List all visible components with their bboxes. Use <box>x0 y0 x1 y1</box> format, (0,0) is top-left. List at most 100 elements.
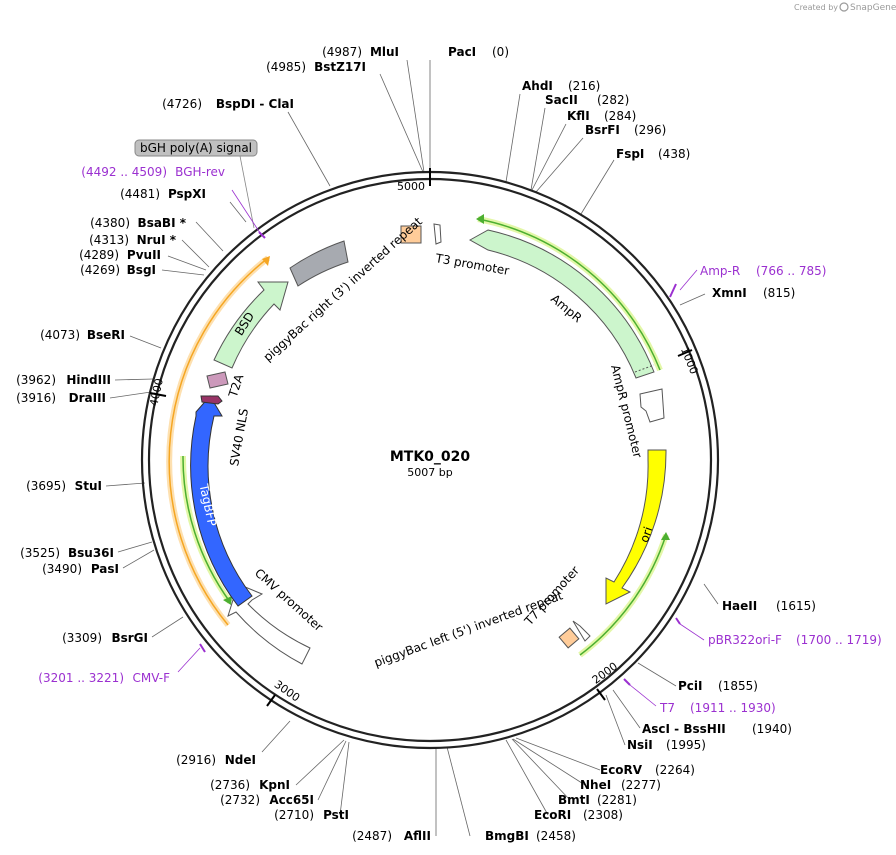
site-ahdi-pos: (216) <box>568 79 600 93</box>
site-bsabi-name: BsaBI * <box>138 216 187 230</box>
primer-cmv-range: (3201 .. 3221) <box>38 671 124 685</box>
tick-label-4000: 4000 <box>147 377 166 407</box>
site-ecori-name: EcoRI <box>534 808 571 822</box>
feature-label-sv40: SV40 NLS <box>227 407 251 467</box>
feature-label-pb-left: piggyBac left (5') inverted repeat <box>372 588 565 670</box>
site-xmni-pos: (815) <box>763 286 795 300</box>
site-aflii-pos: (2487) <box>352 829 392 843</box>
feature-t3-box[interactable] <box>400 225 422 244</box>
feature-ampr-promoter[interactable] <box>639 388 665 423</box>
primer-mark-cmv <box>199 643 206 653</box>
orf-ori <box>579 534 667 656</box>
ampr-divider <box>634 364 655 373</box>
site-bseri-name: BseRI <box>87 328 125 342</box>
tick-3000 <box>266 694 276 707</box>
site-acc65i-pos: (2732) <box>220 793 260 807</box>
site-bmti-name: BmtI <box>558 793 590 807</box>
site-draiii-pos: (3916) <box>16 391 56 405</box>
site-asci-pos: (1940) <box>752 722 792 736</box>
primer-cmv-name: CMV-F <box>133 671 171 685</box>
leader-lines <box>105 59 719 837</box>
bgh-leader <box>239 155 255 229</box>
primer-leader-cmv <box>177 647 201 673</box>
site-kfli-pos: (284) <box>604 109 636 123</box>
feature-ori[interactable] <box>605 449 667 605</box>
orf-ampr <box>477 218 661 371</box>
site-pvuii-name: PvuII <box>127 248 161 262</box>
site-pasi-name: PasI <box>91 562 119 576</box>
primer-mark-ampr <box>669 283 677 298</box>
created-by-label: Created by <box>794 3 838 12</box>
site-psti-pos: (2710) <box>274 808 314 822</box>
primer-ampr-name: Amp-R <box>700 264 740 278</box>
plasmid-name: MTK0_020 <box>390 449 471 465</box>
orf-left <box>168 257 269 626</box>
site-fspi-name: FspI <box>616 147 644 161</box>
primer-t7-name: T7 <box>659 701 675 715</box>
primer-leader-pbr322 <box>679 623 705 641</box>
site-bmgbi-name: BmgBI <box>485 829 529 843</box>
site-paci-name: PacI <box>448 45 476 59</box>
primer-leader-ampr <box>679 269 698 291</box>
orf-tagbfp <box>182 455 231 603</box>
feature-sv40-nls[interactable] <box>200 395 223 405</box>
bgh-label-box <box>134 139 258 157</box>
site-pspxi-name: PspXI <box>168 187 206 201</box>
site-xmni-name: XmnI <box>712 286 747 300</box>
site-bsabi-pos: (4380) <box>90 216 130 230</box>
tick-2000 <box>596 688 606 701</box>
site-bseri-pos: (4073) <box>40 328 80 342</box>
site-sacii-name: SacII <box>545 93 578 107</box>
site-bsrgi-pos: (3309) <box>62 631 102 645</box>
site-ndei-name: NdeI <box>225 753 256 767</box>
site-ahdi-name: AhdI <box>522 79 553 93</box>
primer-bgh-name: BGH-rev <box>175 165 225 179</box>
feature-t2a[interactable] <box>206 371 229 389</box>
feature-t3-promoter-arrow[interactable] <box>433 223 442 245</box>
site-ecori-pos: (2308) <box>583 808 623 822</box>
site-kfli-name: KflI <box>567 109 590 123</box>
site-hindiii-name: HindIII <box>66 373 111 387</box>
site-hindiii-pos: (3962) <box>16 373 56 387</box>
primer-mark-t7 <box>623 678 631 686</box>
orf-ori-arrowhead <box>661 532 670 540</box>
snapgene-label: SnapGene <box>850 3 896 13</box>
feature-cmv[interactable] <box>227 583 311 665</box>
site-nhei-name: NheI <box>580 778 611 792</box>
primer-bgh-range: (4492 .. 4509) <box>81 165 167 179</box>
site-psti-name: PstI <box>323 808 349 822</box>
site-bsu36i-name: Bsu36I <box>68 546 114 560</box>
primer-leader-bgh <box>231 189 263 237</box>
site-bspdi-pos: (4726) <box>162 97 202 111</box>
site-paci-pos: (0) <box>492 45 509 59</box>
feature-tagbfp[interactable] <box>190 395 253 607</box>
feature-pb-right[interactable] <box>289 240 349 287</box>
feature-label-t3: T3 promoter <box>433 251 510 278</box>
feature-ampr[interactable] <box>468 229 655 379</box>
feature-pb-left[interactable] <box>558 627 580 649</box>
site-asci-name: AscI - BssHII <box>642 722 726 736</box>
site-bmti-pos: (2281) <box>597 793 637 807</box>
orf-tagbfp-arrowhead <box>223 596 232 605</box>
snapgene-logo-icon <box>839 2 849 12</box>
site-bstz17i-name: BstZ17I <box>314 60 366 74</box>
site-mlui-name: MluI <box>370 45 399 59</box>
feature-label-bgh: bGH poly(A) signal <box>140 141 252 155</box>
feature-label-ori: ori <box>637 525 655 544</box>
site-nhei-pos: (2277) <box>621 778 661 792</box>
site-bspdi-name: BspDI - ClaI <box>216 97 294 111</box>
site-nrui-name: NruI * <box>137 233 177 247</box>
feature-t7-promoter[interactable] <box>572 620 591 642</box>
site-nsii-name: NsiI <box>627 738 653 752</box>
feature-label-ampr-promoter: AmpR promoter <box>608 363 645 459</box>
site-haeii-name: HaeII <box>722 599 757 613</box>
site-pasi-pos: (3490) <box>42 562 82 576</box>
site-bsgi-name: BsgI <box>127 263 156 277</box>
site-mlui-pos: (4987) <box>322 45 362 59</box>
site-bsrgi-name: BsrGI <box>111 631 148 645</box>
site-kpni-name: KpnI <box>259 778 290 792</box>
site-pvuii-pos: (4289) <box>79 248 119 262</box>
primer-ampr-range: (766 .. 785) <box>756 264 826 278</box>
feature-bsd[interactable] <box>213 281 289 369</box>
